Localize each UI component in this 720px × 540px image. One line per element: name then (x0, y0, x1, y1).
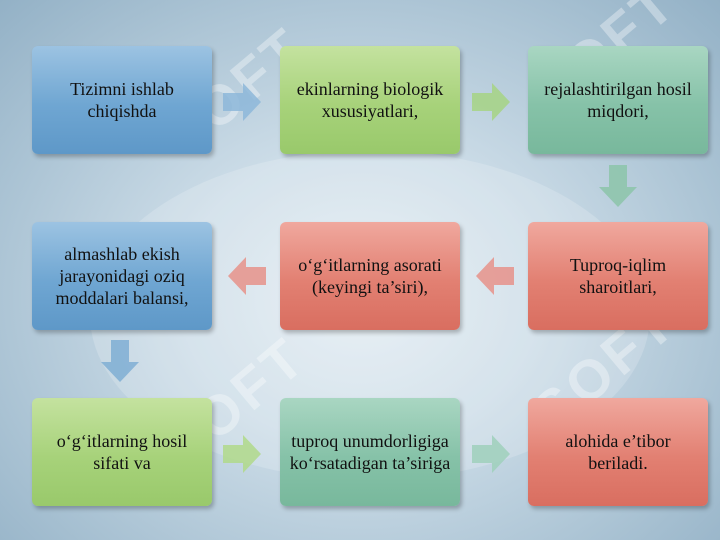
step-box-5: o‘g‘itlarning asorati (keyingi ta’siri), (280, 222, 460, 330)
step-box-1: Tizimni ishlab chiqishda (32, 46, 212, 154)
step-box-6: almashlab ekish jarayonidagi oziq moddal… (32, 222, 212, 330)
step-box-9-text: alohida e’tibor beriladi. (565, 431, 671, 473)
step-box-8-text: tuproq unumdorligiga ko‘rsatadigan ta’si… (289, 431, 451, 473)
step-box-4: Tuproq-iqlim sharoitlari, (528, 222, 708, 330)
step-box-3-text: rejalashtirilgan hosil miqdori, (544, 79, 692, 121)
arrow-right-icon (223, 435, 261, 473)
arrow-left-icon (228, 257, 266, 295)
step-box-7-text: o‘g‘itlarning hosil sifati va (56, 431, 188, 473)
step-box-6-text: almashlab ekish jarayonidagi oziq moddal… (55, 244, 189, 308)
arrow-right-icon (223, 83, 261, 121)
step-box-9: alohida e’tibor beriladi. (528, 398, 708, 506)
step-box-2-text: ekinlarning biologik xususiyatlari, (296, 79, 444, 121)
step-box-7: o‘g‘itlarning hosil sifati va (32, 398, 212, 506)
step-box-8: tuproq unumdorligiga ko‘rsatadigan ta’si… (280, 398, 460, 506)
arrow-right-icon (472, 83, 510, 121)
step-box-4-text: Tuproq-iqlim sharoitlari, (569, 255, 667, 297)
arrow-right-icon (472, 435, 510, 473)
arrow-down-icon (101, 340, 139, 382)
step-box-2: ekinlarning biologik xususiyatlari, (280, 46, 460, 154)
arrow-down-icon (599, 165, 637, 207)
arrow-left-icon (476, 257, 514, 295)
step-box-1-text: Tizimni ishlab chiqishda (70, 79, 174, 121)
step-box-5-text: o‘g‘itlarning asorati (keyingi ta’siri), (298, 255, 442, 297)
step-box-3: rejalashtirilgan hosil miqdori, (528, 46, 708, 154)
